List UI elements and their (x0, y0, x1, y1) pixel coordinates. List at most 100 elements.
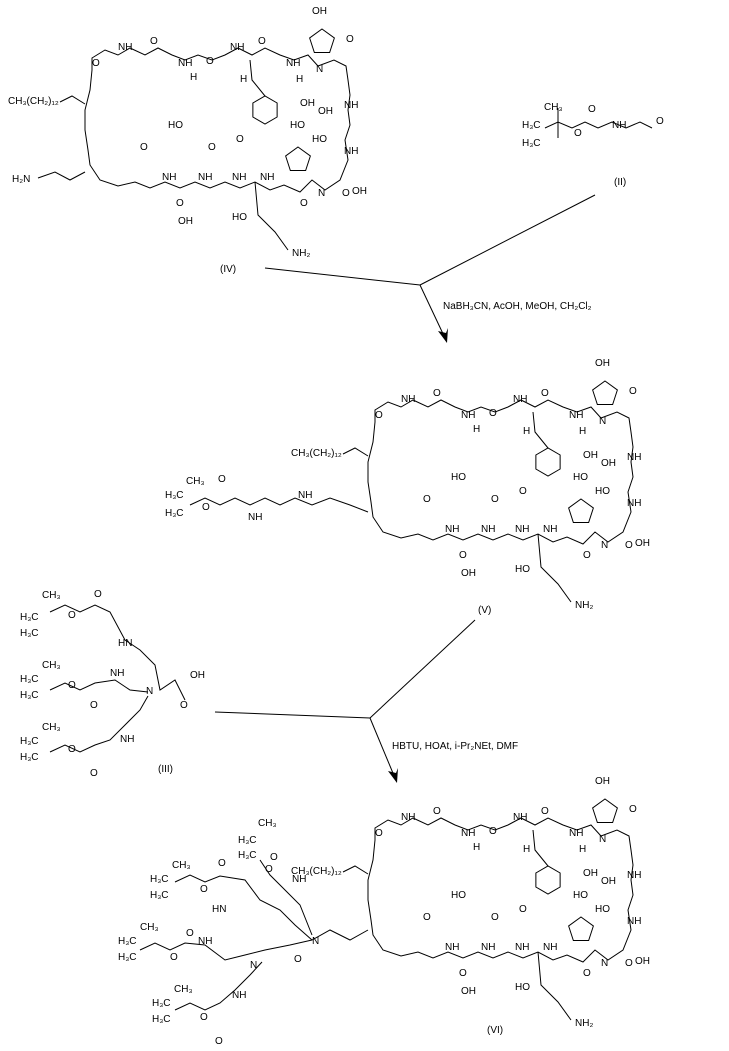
vi-atom-label: O (629, 804, 637, 815)
iii-atom-label: NH (120, 734, 134, 745)
v-macrocycle-backbone (367, 399, 634, 545)
iii-atom-label: O (90, 768, 98, 779)
vi-atom-label: O (200, 1012, 208, 1023)
vi-boc-chain-3 (174, 961, 263, 1011)
iv-atom-label: O (206, 56, 214, 67)
iv-macrocycle-backbone (84, 47, 351, 193)
vi-atom-label: NH (445, 942, 459, 953)
vi-atom-label: N (601, 958, 608, 969)
vi-atom-label: N (250, 960, 257, 971)
v-atom-label: O (459, 550, 467, 561)
ii-backbone (544, 121, 653, 129)
iv-atom-label: OH (352, 186, 367, 197)
iv-atom-label: N (318, 188, 325, 199)
arrow-line-ii (419, 194, 596, 286)
vi-atom-label: H₃C (238, 850, 257, 861)
vi-atom-label: CH₃ (174, 984, 193, 995)
v-atom-label: CH₃(CH₂)₁₂ (291, 448, 342, 459)
v-atom-label: O (541, 388, 549, 399)
vi-atom-label: O (583, 968, 591, 979)
v-atom-label: O (375, 410, 383, 421)
v-atom-label: H₃C (165, 508, 184, 519)
vi-atom-label: H (579, 844, 586, 855)
iv-amine-chain (37, 171, 86, 181)
vi-atom-label: HN (212, 904, 226, 915)
vi-atom-label: OH (635, 956, 650, 967)
ii-atom-label: H₃C (522, 120, 541, 131)
iv-atom-label: OH (300, 98, 315, 109)
v-atom-label: NH (627, 452, 641, 463)
v-atom-label: NH (515, 524, 529, 535)
vi-atom-label: O (423, 912, 431, 923)
vi-atom-label: HO (595, 904, 610, 915)
iv-atom-label: O (342, 188, 350, 199)
iii-atom-label: CH₃ (42, 722, 61, 733)
compound-label-iv: (IV) (220, 264, 236, 275)
iv-atom-label: HO (168, 120, 183, 131)
ii-atom-label: CH₃ (544, 102, 563, 113)
v-atom-label: OH (635, 538, 650, 549)
iv-atom-label: NH (344, 100, 358, 111)
iv-atom-label: O (208, 142, 216, 153)
vi-atom-label: NH (232, 990, 246, 1001)
v-atom-label: CH₃ (186, 476, 205, 487)
vi-boc-chain-2 (139, 939, 313, 961)
vi-atom-label: NH (292, 874, 306, 885)
vi-atom-label: CH₃ (140, 922, 159, 933)
iii-atom-label: O (180, 700, 188, 711)
iv-atom-label: OH (312, 6, 327, 17)
iv-atom-label: O (150, 36, 158, 47)
v-atom-label: O (218, 474, 226, 485)
vi-hydroxyproline-ring (592, 798, 618, 824)
iv-atom-label: HO (312, 134, 327, 145)
iv-atom-label: O (140, 142, 148, 153)
v-atom-label: O (423, 494, 431, 505)
iv-asparagine-sidechain (254, 181, 289, 251)
v-atom-label: NH (298, 490, 312, 501)
arrow-line-v (369, 619, 476, 719)
iii-atom-label: H₃C (20, 752, 39, 763)
iv-atom-label: O (176, 198, 184, 209)
vi-atom-label: N (312, 936, 319, 947)
iv-atom-label: HO (232, 212, 247, 223)
iii-atom-label: H₃C (20, 612, 39, 623)
iv-lipid-chain (59, 95, 86, 105)
v-atom-label: NH (461, 410, 475, 421)
iv-hydroxyproline-ring-2 (285, 146, 311, 172)
v-side-chain (189, 497, 369, 513)
iii-atom-label: HN (118, 638, 132, 649)
iv-tyrosine-ring (252, 95, 278, 125)
arrow-line-iii (214, 711, 371, 719)
iv-atom-label: NH₂ (292, 248, 310, 259)
vi-atom-label: H₃C (152, 1014, 171, 1025)
v-atom-label: NH₂ (575, 600, 593, 611)
vi-atom-label: H (473, 842, 480, 853)
vi-atom-label: O (270, 852, 278, 863)
vi-atom-label: O (218, 858, 226, 869)
v-atom-label: O (519, 486, 527, 497)
vi-atom-label: O (433, 806, 441, 817)
vi-atom-label: H₃C (150, 890, 169, 901)
iv-atom-label: O (300, 198, 308, 209)
iii-atom-label: H₃C (20, 690, 39, 701)
compound-label-ii: (II) (614, 177, 626, 188)
iv-tyrosine-link (249, 59, 266, 97)
vi-atom-label: O (459, 968, 467, 979)
v-atom-label: HO (595, 486, 610, 497)
v-atom-label: OH (601, 458, 616, 469)
v-atom-label: H (523, 426, 530, 437)
v-lipid-chain (342, 447, 369, 457)
ii-atom-label: O (574, 128, 582, 139)
iv-atom-label: OH (318, 106, 333, 117)
v-atom-label: H (473, 424, 480, 435)
vi-boc-arm (259, 859, 313, 936)
iii-atom-label: N (146, 686, 153, 697)
v-tyrosine-link (532, 411, 549, 449)
vi-atom-label: H₃C (150, 874, 169, 885)
arrow-line-iv (264, 267, 421, 286)
iv-atom-label: NH (230, 42, 244, 53)
ii-atom-label: NH (612, 120, 626, 131)
iv-atom-label: NH (232, 172, 246, 183)
iv-atom-label: O (258, 36, 266, 47)
